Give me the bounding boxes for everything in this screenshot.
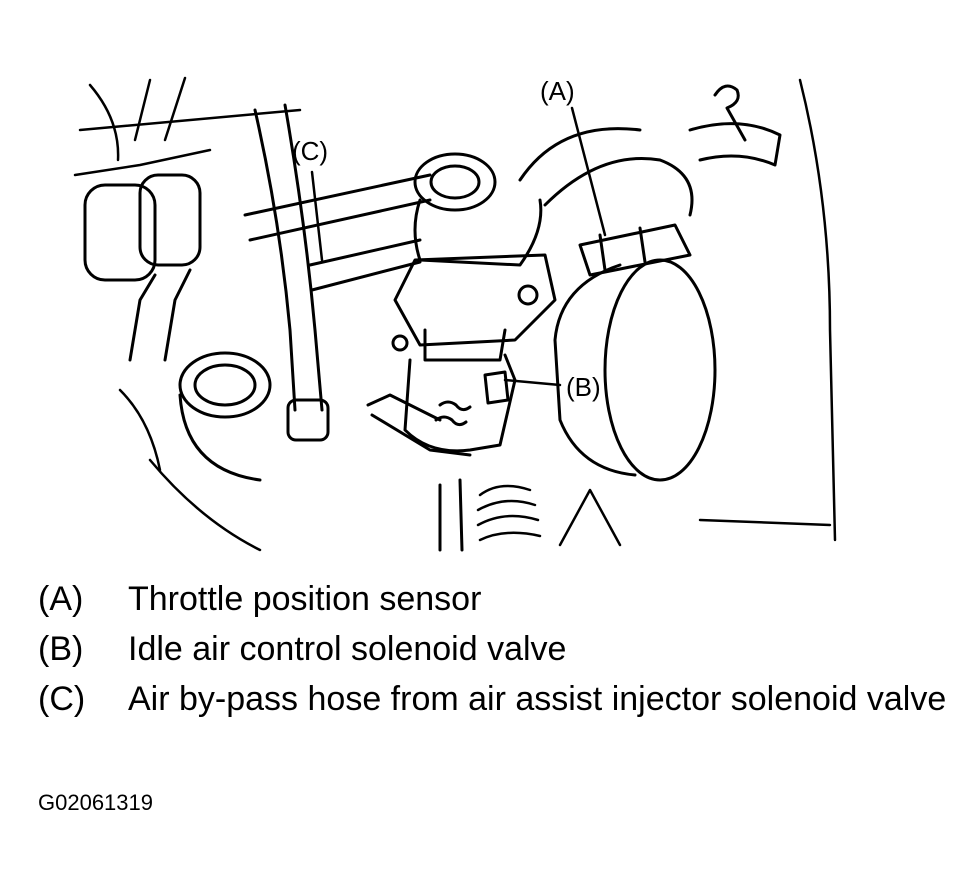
callout-c: (C) (292, 136, 328, 166)
legend-key: (A) (38, 580, 84, 618)
wire-clip (713, 84, 747, 142)
air-bypass-hose (243, 103, 432, 442)
engine-line-drawing: (A) (B) (C) (73, 76, 837, 552)
legend-key: (C) (38, 680, 86, 718)
callout-b: (B) (566, 372, 601, 402)
legend: (A) Throttle position sensor (B) Idle ai… (38, 574, 968, 724)
leader-line-b (503, 378, 562, 387)
legend-key: (B) (38, 630, 84, 668)
legend-row: (B) Idle air control solenoid valve (38, 624, 968, 674)
legend-text: Air by-pass hose from air assist injecto… (128, 680, 947, 718)
callout-a: (A) (540, 76, 575, 106)
figure-id: G02061319 (38, 790, 153, 815)
legend-text: Throttle position sensor (128, 580, 482, 618)
throttle-body (518, 122, 782, 482)
leader-line-c (310, 170, 324, 262)
legend-text: Idle air control solenoid valve (128, 630, 567, 668)
idle-air-control-valve (366, 152, 557, 552)
legend-row: (A) Throttle position sensor (38, 574, 968, 624)
leader-line-a (570, 106, 607, 237)
intake-pipe (178, 351, 272, 482)
legend-row: (C) Air by-pass hose from air assist inj… (38, 674, 968, 724)
ignition-coils (83, 173, 202, 362)
intake-bellows (476, 484, 542, 542)
engine-background-lines (73, 76, 837, 552)
